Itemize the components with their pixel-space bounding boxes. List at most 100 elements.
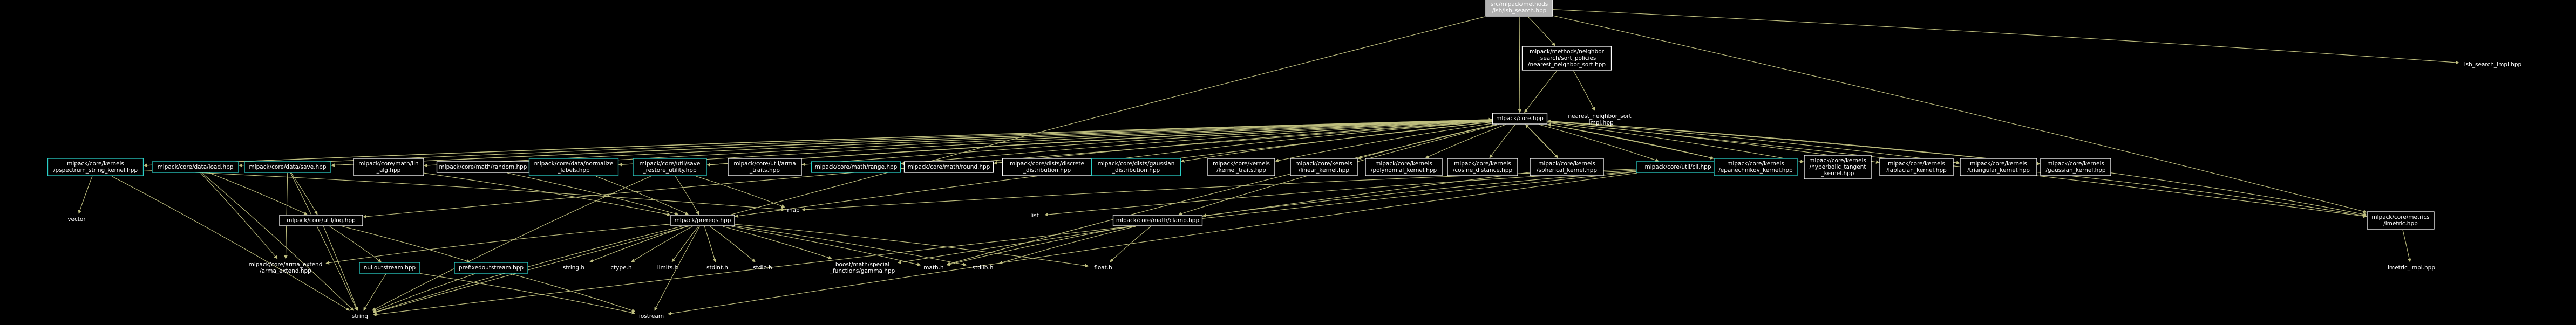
edge-save-restore-to-string: [372, 176, 651, 311]
edge-load-to-string: [201, 172, 354, 311]
node-log[interactable]: mlpack/core/util/log.hpp: [279, 215, 363, 226]
node-lsh-search-impl[interactable]: lsh_search_impl.hpp: [2459, 59, 2526, 70]
node-box: [359, 262, 420, 274]
edge-nss-sort-to-nns-impl: [1573, 70, 1595, 111]
node-linear-kernel[interactable]: mlpack/core/kernels/linear_kernel.hpp: [1290, 158, 1358, 176]
node-box: [1521, 46, 1612, 71]
node-kernel-traits[interactable]: mlpack/core/kernels/kernel_traits.hpp: [1207, 158, 1275, 176]
edge-load-to-log: [209, 172, 308, 215]
node-label: /epanechnikov_kernel.hpp: [1718, 167, 1793, 174]
node-label: /spherical_kernel.hpp: [1537, 167, 1597, 174]
node-save[interactable]: mlpack/core/data/save.hpp: [244, 161, 331, 173]
node-box: [2040, 158, 2111, 176]
node-label: map: [787, 207, 800, 213]
node-label: _kernel.hpp: [1821, 170, 1854, 177]
node-cli[interactable]: mlpack/core/util/cli.hpp: [1636, 161, 1720, 173]
node-string-h[interactable]: string.h: [558, 262, 590, 273]
node-box: [1492, 113, 1548, 125]
node-laplacian[interactable]: mlpack/core/kernels/laplacian_kernel.hpp: [1879, 158, 1954, 176]
edge-prereqs-to-stdlib-h: [735, 225, 967, 266]
node-label: mlpack/core/kernels: [1970, 161, 2027, 167]
edge-save-restore-to-map: [696, 176, 785, 208]
edge-cli-to-list: [1044, 170, 1636, 217]
node-box: [1091, 158, 1181, 176]
node-nulloutstream[interactable]: nulloutstream.hpp: [359, 262, 420, 274]
node-cosine[interactable]: mlpack/core/kernels/cosine_distance.hpp: [1447, 158, 1518, 176]
node-label: _distribution.hpp: [1023, 167, 1071, 174]
edge-spherical-to-gamma: [898, 172, 1530, 264]
node-stdlib-h[interactable]: stdlib.h: [967, 262, 999, 273]
edge-core-to-load: [239, 119, 1492, 168]
node-float-h[interactable]: float.h: [1089, 262, 1118, 273]
node-label: string: [352, 313, 368, 320]
node-load[interactable]: mlpack/core/data/load.hpp: [152, 161, 239, 173]
node-nss-sort[interactable]: mlpack/methods/neighbor_search/sort_poli…: [1521, 46, 1612, 71]
node-clamp[interactable]: mlpack/core/math/clamp.hpp: [1112, 215, 1203, 226]
edge-log-to-string: [323, 226, 358, 311]
node-label: mlpack/prereqs.hpp: [675, 217, 731, 224]
node-gaussian-dist[interactable]: mlpack/core/dists/gaussian_distribution.…: [1091, 158, 1181, 176]
node-gamma[interactable]: boost/math/special_functions/gamma.hpp: [827, 259, 898, 276]
edge-prereqs-to-stdio-h: [710, 226, 756, 262]
node-list[interactable]: list: [1025, 210, 1044, 221]
node-label: mlpack/core/kernels: [1809, 157, 1866, 164]
node-label: mlpack/core/util/log.hpp: [287, 217, 356, 224]
node-save-restore[interactable]: mlpack/core/util/save_restore_utility.hp…: [633, 158, 707, 176]
node-lin-alg[interactable]: mlpack/core/math/lin_alg.hpp: [353, 158, 424, 176]
node-random[interactable]: mlpack/core/math/random.hpp: [436, 161, 530, 173]
node-box: [1879, 158, 1954, 176]
node-vector[interactable]: vector: [64, 214, 90, 225]
edge-prereqs-to-gamma: [722, 226, 832, 260]
node-label: mlpack/core/kernels: [1888, 161, 1945, 167]
node-poly-kernel[interactable]: mlpack/core/kernels/polynomial_kernel.hp…: [1365, 158, 1443, 176]
node-spherical[interactable]: mlpack/core/kernels/spherical_kernel.hpp: [1530, 158, 1604, 176]
node-epan[interactable]: mlpack/core/kernels/epanechnikov_kernel.…: [1714, 158, 1798, 176]
node-lmetric[interactable]: mlpack/core/metrics/lmetric.hpp: [2367, 211, 2435, 230]
node-label: ctype.h: [610, 265, 631, 271]
node-math-h[interactable]: math.h: [921, 262, 947, 273]
node-normalize[interactable]: mlpack/core/data/normalize_labels.hpp: [528, 158, 619, 176]
node-hyptan[interactable]: mlpack/core/kernels/hyperbolic_tangent_k…: [1804, 155, 1872, 179]
node-iostream[interactable]: iostream: [636, 311, 668, 322]
node-stdio-h[interactable]: stdio.h: [749, 262, 777, 273]
node-label: mlpack/core/dists/gaussian: [1098, 161, 1175, 167]
node-round[interactable]: mlpack/core/math/round.hpp: [903, 161, 994, 173]
node-arma-traits[interactable]: mlpack/core/util/arma_traits.hpp: [728, 158, 802, 176]
edge-prereqs-to-stdint-h: [704, 226, 717, 262]
node-nns-impl[interactable]: nearest_neighbor_sort_impl.hpp: [1563, 111, 1636, 128]
node-box: [1804, 155, 1872, 179]
edge-prereqs-to-math-h: [731, 226, 921, 266]
node-ctype-h[interactable]: ctype.h: [607, 262, 636, 273]
edge-log-to-nulloutstream: [329, 226, 382, 262]
node-map[interactable]: map: [785, 205, 801, 216]
node-prereqs[interactable]: mlpack/prereqs.hpp: [670, 215, 735, 226]
edge-core-to-cosine: [1489, 124, 1515, 158]
node-string[interactable]: string: [348, 311, 373, 322]
node-popcnt[interactable]: mlpack/core/kernels/pspectrum_string_ker…: [47, 158, 144, 176]
node-arma-extend[interactable]: mlpack/core/arma_extend/arma_extend.hpp: [246, 259, 325, 276]
node-box: [1485, 0, 1553, 17]
edge-core-to-linear-kernel: [1357, 124, 1496, 160]
edge-core-to-hyptan: [1547, 122, 1804, 163]
node-gauss-kernel[interactable]: mlpack/core/kernels/gaussian_kernel.hpp: [2040, 158, 2111, 176]
node-range[interactable]: mlpack/core/math/range.hpp: [811, 161, 901, 173]
node-box: [279, 215, 363, 226]
edge-core-to-arma-traits: [801, 120, 1492, 167]
node-discrete[interactable]: mlpack/core/dists/discrete_distribution.…: [1002, 158, 1092, 176]
node-prefixedoutstream[interactable]: prefixedoutstream.hpp: [454, 262, 528, 274]
node-label: mlpack/core/kernels: [1727, 161, 1784, 167]
node-lmetric-impl[interactable]: lmetric_impl.hpp: [2383, 262, 2440, 273]
node-label: /hyperbolic_tangent: [1810, 164, 1866, 170]
edge-lsh-search-to-lsh-search-impl: [1553, 9, 2459, 65]
node-limits-h[interactable]: limits.h: [652, 262, 684, 273]
edge-core-to-cli: [1539, 124, 1659, 162]
edge-cli-to-clamp: [1202, 171, 1636, 217]
edge-save-restore-to-prereqs: [675, 176, 699, 215]
node-stdint-h[interactable]: stdint.h: [702, 262, 733, 273]
node-label: mlpack/core/kernels: [1295, 161, 1352, 167]
node-core[interactable]: mlpack/core.hpp: [1492, 113, 1548, 125]
node-lsh-search[interactable]: src/mlpack/methods/lsh/lsh_search.hpp: [1485, 0, 1553, 17]
node-triangular[interactable]: mlpack/core/kernels/triangular_kernel.hp…: [1960, 158, 2037, 176]
node-box: [47, 158, 144, 176]
